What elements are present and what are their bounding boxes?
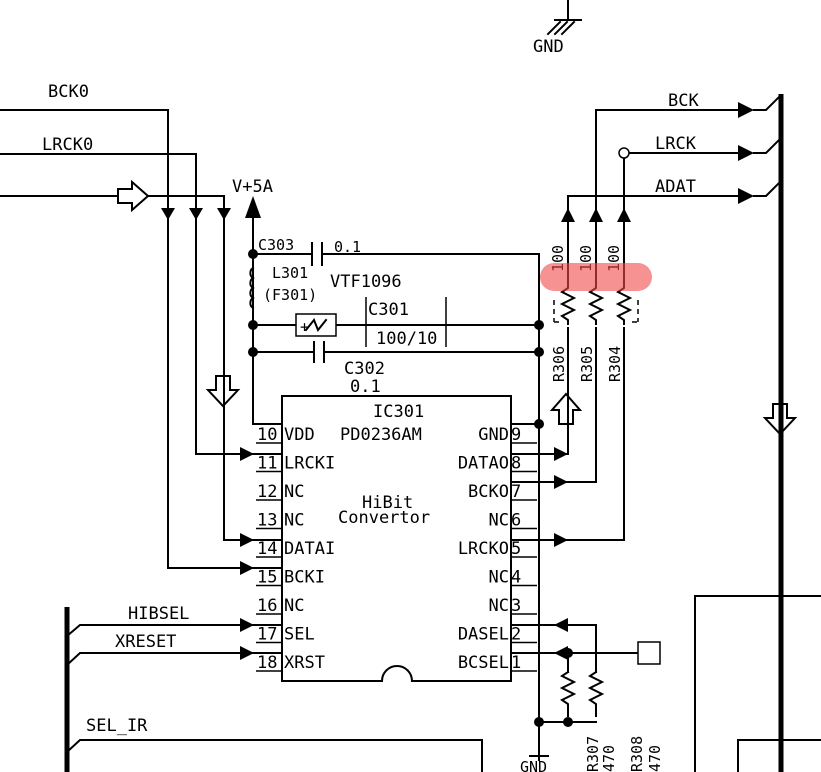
input-nets: BCK0 LRCK0: [0, 82, 283, 575]
ic-part: PD0236AM: [340, 425, 422, 445]
ic-pin-name: SEL: [284, 625, 315, 645]
ic-pin-name: BCKO: [468, 482, 509, 502]
ic-pin-name: NC: [489, 511, 509, 531]
ic-pin-number: 14: [257, 539, 277, 559]
ic-pin-name: NC: [284, 596, 304, 616]
ic-pin-number: 11: [257, 454, 277, 474]
ic-pin-name: LRCKO: [458, 539, 509, 559]
signal-flow-down-arrow: [205, 375, 241, 408]
net-label-bck: BCK: [668, 91, 699, 111]
ic-pin-number: 4: [511, 568, 521, 588]
signal-flow-up-arrow: [549, 392, 583, 425]
r305-ref: R305: [578, 346, 596, 382]
ic-pin-number: 18: [257, 653, 277, 673]
net-label-hibsel: HIBSEL: [128, 604, 189, 624]
r304-ref: R304: [606, 346, 624, 382]
bottom-gnd-label: GND: [520, 758, 547, 772]
r308-ref: R308: [628, 736, 646, 772]
c303-ref: C303: [258, 236, 294, 254]
c303-value: 0.1: [334, 238, 361, 256]
ic-pin-name: BCSEL: [458, 653, 509, 673]
c302-ref: C302: [344, 359, 385, 379]
l301-alt-ref: (F301): [263, 286, 317, 304]
ic-pin-number: 13: [257, 511, 277, 531]
input-direction-arrow: [117, 179, 150, 213]
mode-select-resistors: R307 470 R308 470: [510, 618, 664, 772]
ic-pin-number: 9: [511, 425, 521, 445]
r308-value: 470: [646, 745, 664, 772]
ic-desc-line2: Convertor: [338, 508, 430, 528]
r307-value: 470: [600, 745, 618, 772]
ic-pin-number: 3: [511, 596, 521, 616]
ic-pin-number: 5: [511, 539, 521, 559]
ic-pin-name: VDD: [284, 425, 315, 445]
ic-pin-number: 2: [511, 625, 521, 645]
ic-pin-number: 12: [257, 482, 277, 502]
net-label-bck0: BCK0: [48, 82, 89, 102]
ic-pin-number: 15: [257, 568, 277, 588]
top-ground-symbol: GND: [533, 0, 582, 57]
ic-pin-name: NC: [489, 596, 509, 616]
ic301-body: IC301 PD0236AM HiBit Convertor: [281, 395, 512, 682]
ic-pin-name: DATAI: [284, 539, 335, 559]
net-label-lrck0: LRCK0: [42, 135, 93, 155]
vcc-arrow-symbol: [245, 196, 261, 218]
vcc-label: V+5A: [232, 177, 273, 197]
top-gnd-label: GND: [533, 37, 564, 57]
test-point-square: [637, 641, 661, 665]
r307-ref: R307: [584, 736, 602, 772]
l301-ref: L301: [272, 264, 308, 282]
r306-ref: R306: [550, 346, 568, 382]
adjacent-blocks: [694, 595, 821, 772]
ic-pin-number: 17: [257, 625, 277, 645]
output-resistors: 100 100 100 R306 R305 R304: [510, 208, 652, 547]
net-label-lrck: LRCK: [655, 134, 697, 154]
net-label-sel-ir: SEL_IR: [86, 716, 148, 736]
ic-pin-number: 7: [511, 482, 521, 502]
ic-pin-name: NC: [284, 482, 304, 502]
ic-pin-name: LRCKI: [284, 454, 335, 474]
resistor-value-highlight: [540, 263, 652, 291]
control-section: HIBSEL XRESET SEL_IR: [64, 604, 483, 772]
ic-desc-line1: HiBit: [362, 493, 413, 513]
power-section: V+5A C303 0.1 L301 (F301) VTF1096 + C301…: [232, 177, 540, 425]
ic-pin-name: NC: [489, 568, 509, 588]
ic-pin-number: 6: [511, 511, 521, 531]
net-label-adat: ADAT: [655, 177, 696, 197]
varistor-part: VTF1096: [330, 272, 402, 292]
ic-pin-name: BCKI: [284, 568, 325, 588]
ic-pin-number: 16: [257, 596, 277, 616]
c301-ref: C301: [368, 300, 409, 320]
c301-value: 100/10: [376, 329, 437, 349]
ic-pin-name: NC: [284, 511, 304, 531]
c302-value: 0.1: [350, 377, 381, 397]
ic-pin-name: GND: [478, 425, 509, 445]
ic-ref: IC301: [373, 402, 424, 422]
ic-pin-name: XRST: [284, 653, 325, 673]
ic-pin-number: 1: [511, 653, 521, 673]
bus-down-arrow: [762, 403, 798, 436]
ground-bus: GND: [510, 253, 583, 772]
ic-pin-name: DATAO: [458, 454, 509, 474]
output-nets: BCK LRCK ADAT: [567, 91, 798, 772]
ic-pin-number: 8: [511, 454, 521, 474]
inductor-l301-symbol: [249, 266, 255, 310]
ic-pin-name: DASEL: [458, 625, 509, 645]
ic-pin-number: 10: [257, 425, 277, 445]
net-label-xreset: XRESET: [115, 632, 176, 652]
svg-text:+: +: [300, 318, 309, 336]
